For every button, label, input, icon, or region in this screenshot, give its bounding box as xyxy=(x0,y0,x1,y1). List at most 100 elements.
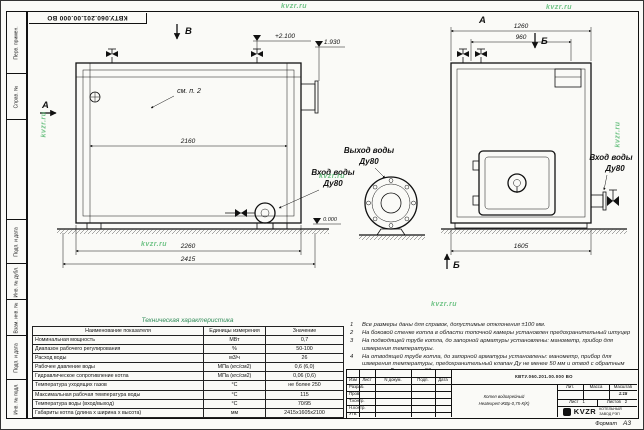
margin-label: Подп. и дата xyxy=(13,226,20,257)
top-valve-icon xyxy=(250,48,264,64)
tech-cell: не более 250 xyxy=(265,380,344,391)
tb-header-doc: N докум. xyxy=(384,377,402,383)
drawing-frame xyxy=(27,11,639,419)
dimension-2260: 2260 xyxy=(75,225,302,255)
dim-1605-text: 1605 xyxy=(514,243,529,250)
tech-header-row: Наименование показателя Единицы измерени… xyxy=(32,325,344,337)
format-value: А3 xyxy=(623,420,631,427)
margin-cell: Перв. примен. xyxy=(7,12,26,74)
tech-cell: Номинальная мощность xyxy=(32,335,204,346)
title-block: Изм Лист N докум. Подп. Дата Разраб. Про… xyxy=(346,369,639,419)
tech-col-header: Единицы измерения xyxy=(203,325,266,337)
tech-cell: Максимальная рабочая температура воды xyxy=(32,389,204,400)
boiler-drawing: +2.100 1.930 0.000 В А см. п. 2 2160 xyxy=(40,15,633,271)
inlet-dn-label: Ду80 xyxy=(322,179,343,188)
tb-role-utv: Утв. xyxy=(349,412,358,417)
tech-cell: м3/ч xyxy=(203,353,266,364)
note-number: 1 xyxy=(350,322,354,328)
note-text: Все размеры даны для справок, допустимые… xyxy=(362,322,546,328)
dim-2260-text: 2260 xyxy=(180,243,196,250)
tech-cell: Диапазон рабочего регулирования xyxy=(32,344,204,355)
door-hinge xyxy=(472,160,480,171)
level-mark-top: +2.100 xyxy=(253,33,311,49)
support-leg xyxy=(86,222,102,230)
tb-header-podp: Подп. xyxy=(417,377,429,383)
flue-stub xyxy=(300,80,319,114)
level-mark-zero: 0.000 xyxy=(313,217,341,225)
tech-cell: Гидравлическое сопротивление котла xyxy=(32,371,204,382)
tb-header-izm: Изм xyxy=(348,377,357,383)
tech-cell: Температура воды (вход/выход) xyxy=(32,398,204,409)
margin-cell: Инв. № подл. xyxy=(7,380,26,418)
level-mark-flue: 1.930 xyxy=(315,39,345,81)
tech-cell: Температура уходящих газов xyxy=(32,380,204,391)
tb-role-razrab: Разраб. xyxy=(349,384,365,390)
tb-product-name: Котел водогрейный Heatexpert-ЖВр-0,75-К(… xyxy=(451,384,557,417)
note-item: 1 Все размеры даны для справок, допустим… xyxy=(350,322,638,329)
see-note-text: см. п. 2 xyxy=(177,88,201,95)
tech-cell: мм xyxy=(203,407,266,418)
tb-header-data: Дата xyxy=(438,377,448,383)
tech-cell: °С xyxy=(203,389,266,400)
tech-cell: 0,6 (6,0) xyxy=(265,362,344,373)
corner-doc-number: КВТУ.060.201.00.000 ВО xyxy=(28,12,147,24)
view-a-label: А xyxy=(41,100,49,111)
outlet-dn-label: Ду80 xyxy=(358,157,379,166)
tech-cell: 70/95 xyxy=(265,398,344,409)
dim-2415-text: 2415 xyxy=(180,256,196,263)
pump xyxy=(225,202,276,230)
level-top-text: +2.100 xyxy=(275,33,295,40)
margin-cell: Инв. № дубл. xyxy=(7,264,26,300)
dim-1260-text: 1260 xyxy=(514,23,529,30)
sheet-value: 1 xyxy=(582,399,585,405)
company-cell: KVZR КОТЕЛЬНЫЙ ЗАВОД РЭП xyxy=(557,406,637,417)
sheet-label: Лист xyxy=(569,399,579,405)
inlet-label: Вход воды xyxy=(589,153,632,162)
margin-label: Инв. № дубл. xyxy=(13,266,20,297)
margin-cell xyxy=(7,120,26,220)
dim-960-text: 960 xyxy=(516,34,527,41)
tb-mass-label: Масса xyxy=(589,384,603,389)
product-name: Котел водогрейный xyxy=(483,394,525,400)
tb-sheet: Лист 1 xyxy=(557,399,597,406)
tech-cell: 50-100 xyxy=(265,344,344,355)
tb-role-tkontr: Т.контр. xyxy=(349,398,365,404)
sheets-value: 2 xyxy=(624,399,628,405)
inlet-label: Вход воды xyxy=(311,168,354,177)
margin-cell: Справ. № xyxy=(7,74,26,120)
dimension-1260: 1260 xyxy=(450,23,592,61)
watermark: kvzr.ru xyxy=(40,111,48,138)
ground-hatch xyxy=(359,235,425,240)
corner-doc-number-text: КВТУ.060.201.00.000 ВО xyxy=(46,14,128,21)
tech-cell: 26 xyxy=(265,353,344,364)
margin-label: Перв. примен. xyxy=(13,25,20,60)
boiler-front-view xyxy=(441,48,627,234)
tech-cell: % xyxy=(203,344,266,355)
dimension-2160: 2160 xyxy=(89,138,288,148)
outlet-callout: Выход воды Ду80 xyxy=(344,146,394,179)
outlet-flange-view xyxy=(359,176,425,240)
tb-header-list: Лист xyxy=(362,377,372,383)
ground-hatch xyxy=(57,229,329,234)
note-number: 4 xyxy=(350,353,354,360)
company-abbr: KVZR xyxy=(573,406,597,416)
tech-col-header: Значение xyxy=(265,325,344,337)
view-a-label-top: А xyxy=(478,15,486,26)
tb-lit-label: Лит. xyxy=(566,384,574,389)
level-zero-text: 0.000 xyxy=(323,217,338,223)
tech-cell: 115 xyxy=(265,389,344,400)
base-frame xyxy=(454,222,588,229)
tech-cell: Габариты котла (длина х ширина х высота) xyxy=(32,407,204,418)
tb-scale-value: 1:15 xyxy=(618,391,628,397)
note-text: На подводящей трубе котла, до запорной а… xyxy=(362,338,614,352)
format-word: Формат xyxy=(595,421,618,427)
watermark: kvzr.ru xyxy=(281,3,308,10)
outlet-label: Выход воды xyxy=(344,146,394,155)
dimension-2415: 2415 xyxy=(62,233,316,268)
dimension-960: 960 xyxy=(470,34,572,61)
see-note-callout: см. п. 2 xyxy=(150,88,201,109)
